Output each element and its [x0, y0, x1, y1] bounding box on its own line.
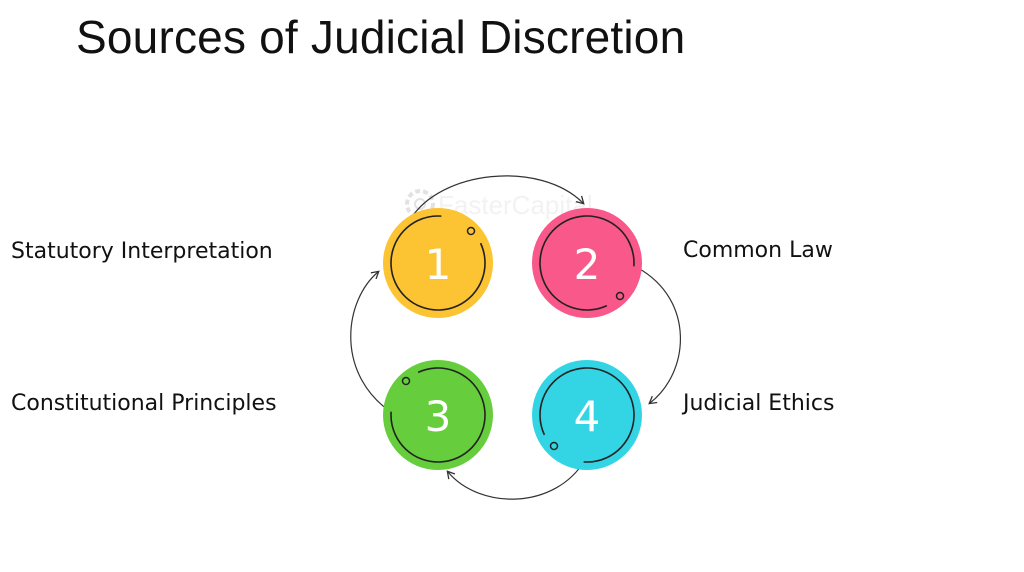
- step-4-label: Judicial Ethics: [683, 391, 835, 416]
- step-1-number: 1: [425, 240, 452, 289]
- step-3-dot: [401, 376, 411, 386]
- arrow-4-to-3: [446, 459, 586, 500]
- step-1-circle: [383, 208, 493, 318]
- step-4-dot: [549, 441, 559, 451]
- step-4-node: 4: [532, 360, 642, 470]
- step-2-circle: [532, 208, 642, 318]
- step-3-node: 3: [383, 360, 493, 470]
- step-2-ring: [539, 215, 635, 311]
- step-3-number: 3: [425, 392, 452, 441]
- cycle-arrows: [350, 175, 681, 500]
- step-1-ring: [390, 215, 486, 311]
- step-3-label: Constitutional Principles: [11, 391, 277, 416]
- arrow-3-to-1: [350, 270, 389, 411]
- arrow-1-to-2: [409, 175, 585, 221]
- page-title: Sources of Judicial Discretion: [76, 11, 686, 63]
- arrow-2-to-4: [637, 267, 681, 405]
- step-4-circle: [532, 360, 642, 470]
- step-2-node: 2: [532, 208, 642, 318]
- step-1-dot: [466, 226, 476, 236]
- step-2-dot: [615, 291, 625, 301]
- step-2-label: Common Law: [683, 238, 833, 263]
- step-3-ring: [390, 367, 486, 463]
- step-4-number: 4: [574, 392, 601, 441]
- step-1-label: Statutory Interpretation: [11, 239, 273, 264]
- step-2-number: 2: [574, 240, 601, 289]
- step-3-circle: [383, 360, 493, 470]
- step-1-node: 1: [383, 208, 493, 318]
